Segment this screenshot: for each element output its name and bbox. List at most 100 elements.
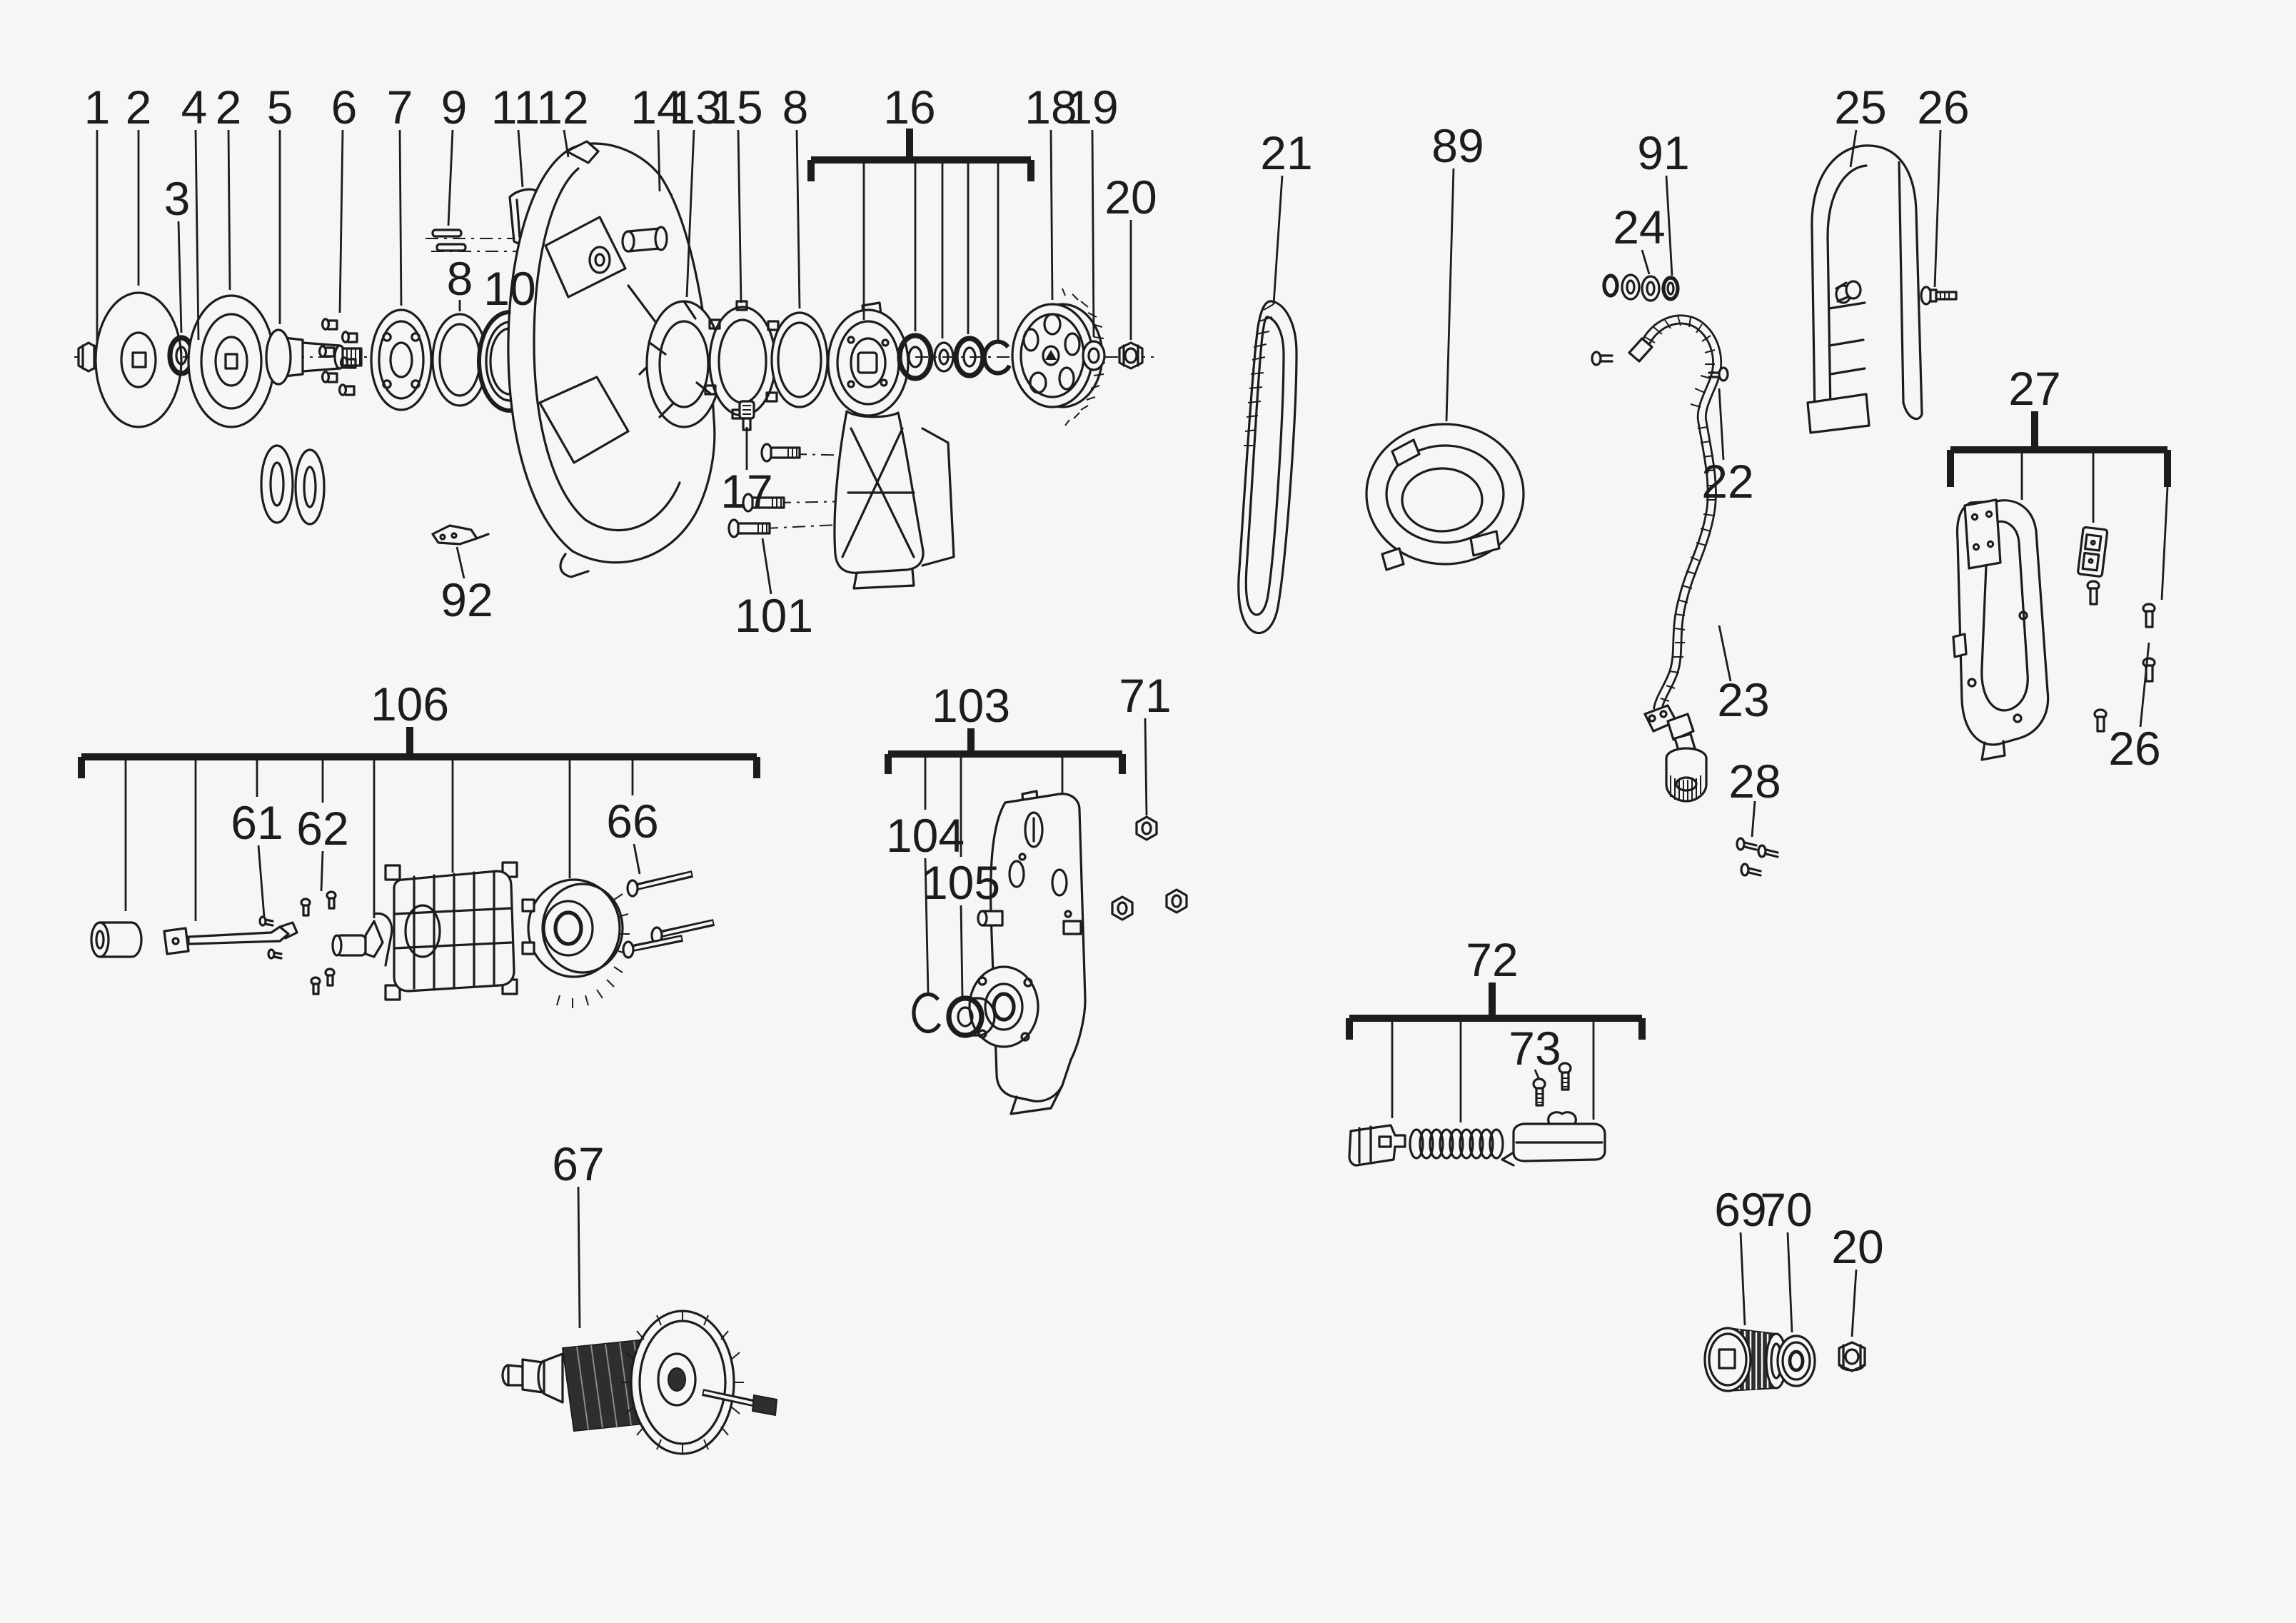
bracket-72	[1346, 983, 1646, 1040]
screws-part-26b	[2086, 580, 2156, 733]
part-label-20: 20	[1831, 1220, 1883, 1273]
parts	[77, 140, 2156, 1455]
spacer-part-16b	[933, 341, 955, 373]
blade-guard-part-12	[507, 140, 716, 578]
part-label-23: 23	[1717, 673, 1769, 726]
bearing-part-16a	[897, 333, 934, 381]
arbor-shaft-part-5	[265, 328, 363, 386]
belt-cover-part-25	[1806, 144, 1923, 434]
leader-line	[455, 546, 465, 579]
bracket-16	[807, 129, 1034, 181]
leader-line	[447, 129, 454, 226]
leader-line	[761, 538, 772, 595]
part-label-26: 26	[2108, 722, 2160, 775]
leader-line	[1786, 1232, 1793, 1333]
part-label-17: 17	[720, 465, 772, 518]
leader-line	[685, 129, 695, 298]
leader-line	[563, 129, 570, 158]
part-label-25: 25	[1834, 81, 1886, 134]
leader-line	[795, 129, 801, 309]
leader-line	[1144, 718, 1148, 816]
part-label-10: 10	[483, 262, 535, 315]
part-label-26: 26	[1917, 81, 1969, 134]
leader-line	[338, 129, 344, 313]
part-label-24: 24	[1613, 201, 1665, 253]
screws-part-6	[318, 318, 358, 396]
part-label-1: 1	[84, 81, 111, 134]
field-housing-part-106d	[384, 861, 518, 1001]
gear-arm-part-16	[827, 301, 955, 590]
spring-part-72b	[1409, 1128, 1504, 1160]
part-label-7: 7	[387, 81, 413, 134]
leader-line	[1739, 1232, 1746, 1326]
leader-line	[194, 129, 200, 341]
washers-part-24-91	[1602, 273, 1680, 302]
part-label-11: 11	[491, 81, 540, 134]
leader-line	[398, 129, 403, 306]
bolts-part-101	[727, 493, 785, 538]
washer-part-19	[1082, 340, 1106, 371]
pins-part-9	[431, 228, 467, 252]
leader-line	[320, 850, 324, 892]
brush-holder-part-106c	[331, 912, 393, 967]
part-label-61: 61	[231, 796, 283, 849]
part-label-16: 16	[883, 81, 935, 134]
part-label-22: 22	[1701, 455, 1753, 508]
leader-line	[177, 221, 183, 333]
leader-line	[1534, 1069, 1541, 1080]
part-label-15: 15	[710, 81, 762, 134]
outer-blade-flange-part-2	[94, 291, 183, 428]
end-cap-part-106a	[90, 921, 143, 958]
leader-line	[1272, 175, 1284, 305]
latch-part-72a	[1348, 1124, 1406, 1167]
leader-line	[924, 858, 930, 993]
leader-line	[1849, 129, 1858, 168]
part-label-103: 103	[932, 679, 1010, 732]
part-label-20: 20	[1104, 171, 1157, 223]
washer-part-70	[1776, 1335, 1816, 1387]
leader-line	[1445, 168, 1455, 422]
part-label-67: 67	[552, 1137, 604, 1190]
ring-part-8b	[770, 311, 829, 408]
part-label-69: 69	[1714, 1183, 1766, 1236]
nut-part-20b	[1838, 1341, 1866, 1372]
hose-part-22	[1591, 314, 1729, 421]
nuts-part-71	[1111, 815, 1188, 921]
lock-lever-part-92	[431, 524, 490, 546]
retaining-clip-part-16d	[982, 339, 1012, 376]
screws-part-28	[1736, 837, 1779, 877]
screws-part-73	[1532, 1062, 1572, 1107]
part-label-2: 2	[216, 81, 242, 134]
leader-line	[1718, 388, 1725, 461]
part-label-18: 18	[1024, 81, 1077, 134]
bracket-27	[1947, 411, 2171, 487]
linkage-part-106b	[163, 921, 298, 955]
leader-line	[1718, 625, 1732, 682]
part-label-106: 106	[371, 678, 449, 730]
leader-line	[257, 845, 266, 918]
part-label-89: 89	[1431, 119, 1484, 172]
part-label-105: 105	[922, 856, 1000, 909]
part-label-8: 8	[447, 252, 473, 305]
nut-part-20	[1118, 341, 1144, 370]
part-label-5: 5	[267, 81, 293, 134]
guard-mount-part-27	[1952, 498, 2050, 761]
part-label-104: 104	[886, 809, 965, 862]
leader-line	[1751, 800, 1756, 838]
drive-belt-part-21	[1237, 300, 1298, 635]
part-label-19: 19	[1066, 81, 1118, 134]
screws-part-62	[300, 890, 337, 995]
leader-line	[2139, 642, 2150, 728]
part-label-91: 91	[1637, 126, 1689, 179]
screw-part-17	[738, 400, 755, 431]
bolts-part-66	[622, 870, 715, 959]
part-label-71: 71	[1119, 669, 1171, 722]
part-label-66: 66	[606, 795, 658, 848]
blade-bolt-flange-part-7	[370, 308, 433, 411]
bracket-leader-line	[2160, 486, 2169, 601]
part-label-9: 9	[441, 81, 468, 134]
bracket-103	[885, 728, 1126, 774]
leader-line	[1641, 249, 1651, 275]
